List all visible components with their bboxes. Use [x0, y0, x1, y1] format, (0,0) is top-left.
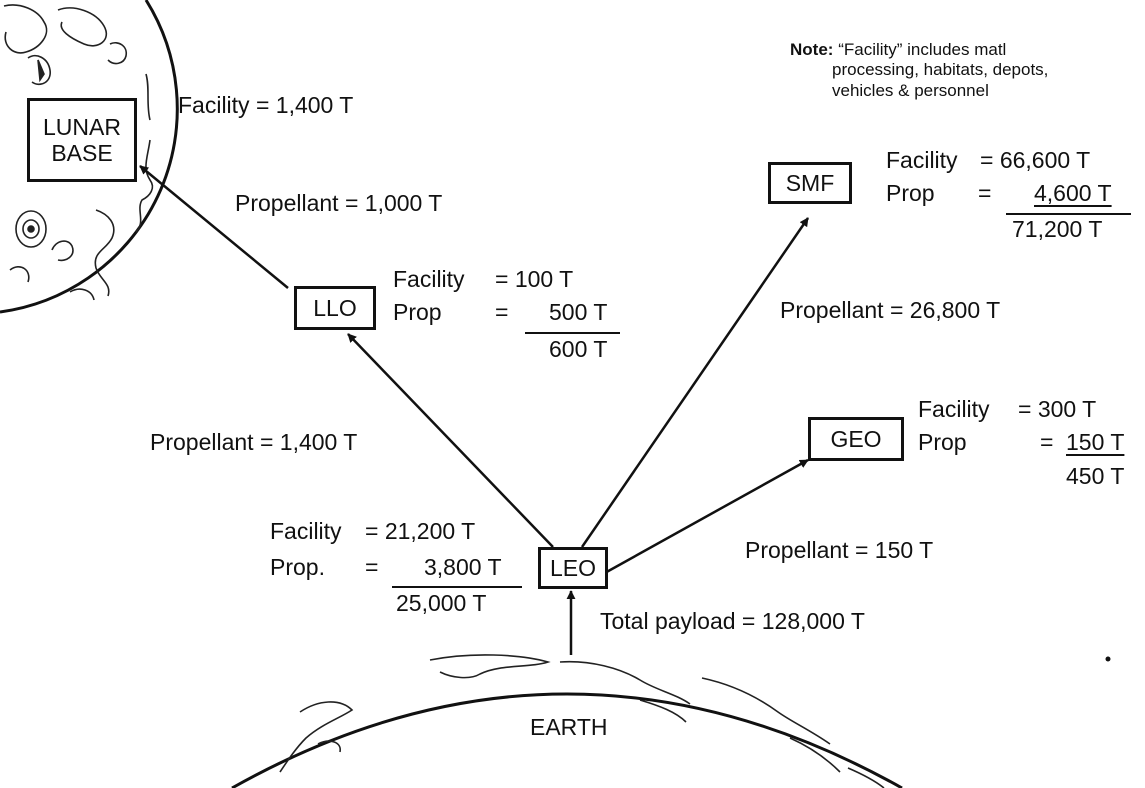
leo-sum-rule [392, 586, 522, 588]
arrow-leo-to-llo [347, 333, 554, 548]
propellant-leo-to-geo: Propellant = 150 T [745, 537, 934, 563]
llo-facility-value: = 100 T [495, 266, 574, 292]
geo-facility-label: Facility [918, 396, 990, 422]
llo-prop-label: Prop [393, 299, 442, 325]
leo-facility-value: = 21,200 T [365, 518, 476, 544]
leo-box: LEO [538, 547, 608, 589]
propellant-leo-to-llo: Propellant = 1,400 T [150, 429, 358, 455]
note-line-3: vehicles & personnel [832, 80, 989, 100]
earth-label: EARTH [530, 714, 608, 740]
leo-total: 25,000 T [396, 590, 487, 616]
note-line-1: “Facility” includes matl [838, 40, 1007, 59]
leo-prop-label: Prop. [270, 554, 325, 580]
leo-facility-label: Facility [270, 518, 342, 544]
note-block: Note: “Facility” includes matl processin… [790, 40, 1048, 101]
smf-sum-rule [1006, 213, 1131, 215]
leo-prop-eq: = [365, 554, 379, 580]
arrow-llo-to-lunar-base [139, 165, 289, 289]
propellant-leo-to-smf: Propellant = 26,800 T [780, 297, 1001, 323]
llo-prop-value: 500 T [549, 299, 608, 325]
lunar-base-label-line1: LUNAR [43, 113, 121, 140]
stray-dot [1105, 656, 1111, 662]
smf-prop-value: 4,600 T [1034, 180, 1112, 206]
smf-prop-label: Prop [886, 180, 935, 206]
earth-globe [231, 654, 903, 788]
llo-facility-label: Facility [393, 266, 465, 292]
geo-prop-eq: = [1040, 429, 1054, 455]
geo-prop-label: Prop [918, 429, 967, 455]
smf-prop-eq: = [978, 180, 992, 206]
arrow-leo-to-smf [580, 217, 810, 548]
geo-facility-value: = 300 T [1018, 396, 1097, 422]
llo-box: LLO [294, 286, 376, 330]
propellant-llo-to-lunar: Propellant = 1,000 T [235, 190, 443, 216]
smf-facility-label: Facility [886, 147, 958, 173]
geo-box: GEO [808, 417, 904, 461]
geo-total: 450 T [1066, 463, 1125, 489]
note-line-2: processing, habitats, depots, [832, 60, 1049, 80]
lunar-base-box: LUNAR BASE [27, 98, 137, 182]
note-label: Note: [790, 40, 834, 59]
lunar-base-facility: Facility = 1,400 T [178, 92, 354, 118]
llo-sum-rule [525, 332, 620, 334]
arrow-leo-to-geo [602, 458, 809, 576]
leo-prop-value: 3,800 T [424, 554, 502, 580]
smf-total: 71,200 T [1012, 216, 1103, 242]
smf-box: SMF [768, 162, 852, 204]
flow-arrows [139, 165, 810, 655]
llo-total: 600 T [549, 336, 608, 362]
geo-prop-value: 150 T [1066, 429, 1125, 455]
llo-prop-eq: = [495, 299, 509, 325]
smf-facility-value: = 66,600 T [980, 147, 1091, 173]
lunar-base-label-line2: BASE [51, 140, 113, 166]
total-payload: Total payload = 128,000 T [600, 608, 865, 634]
